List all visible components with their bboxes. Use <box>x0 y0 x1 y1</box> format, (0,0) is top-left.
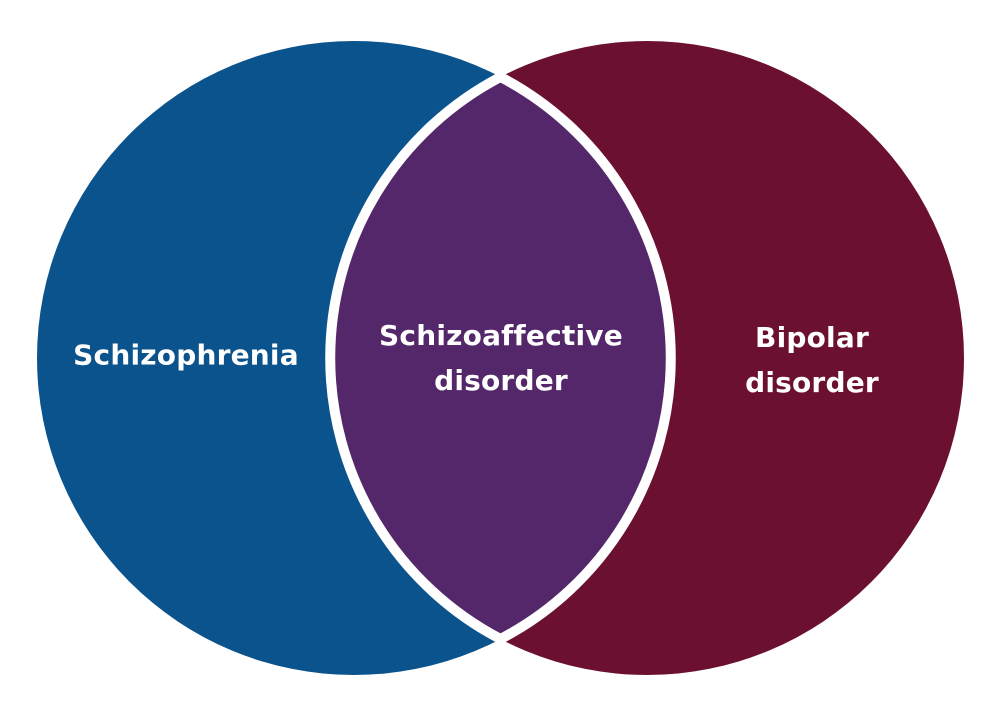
left-circle-label: Schizophrenia <box>73 338 299 372</box>
overlap-lens <box>325 72 676 644</box>
overlap-label: Schizoaffective disorder <box>379 319 623 397</box>
right-circle-label: Bipolar disorder <box>745 321 879 399</box>
